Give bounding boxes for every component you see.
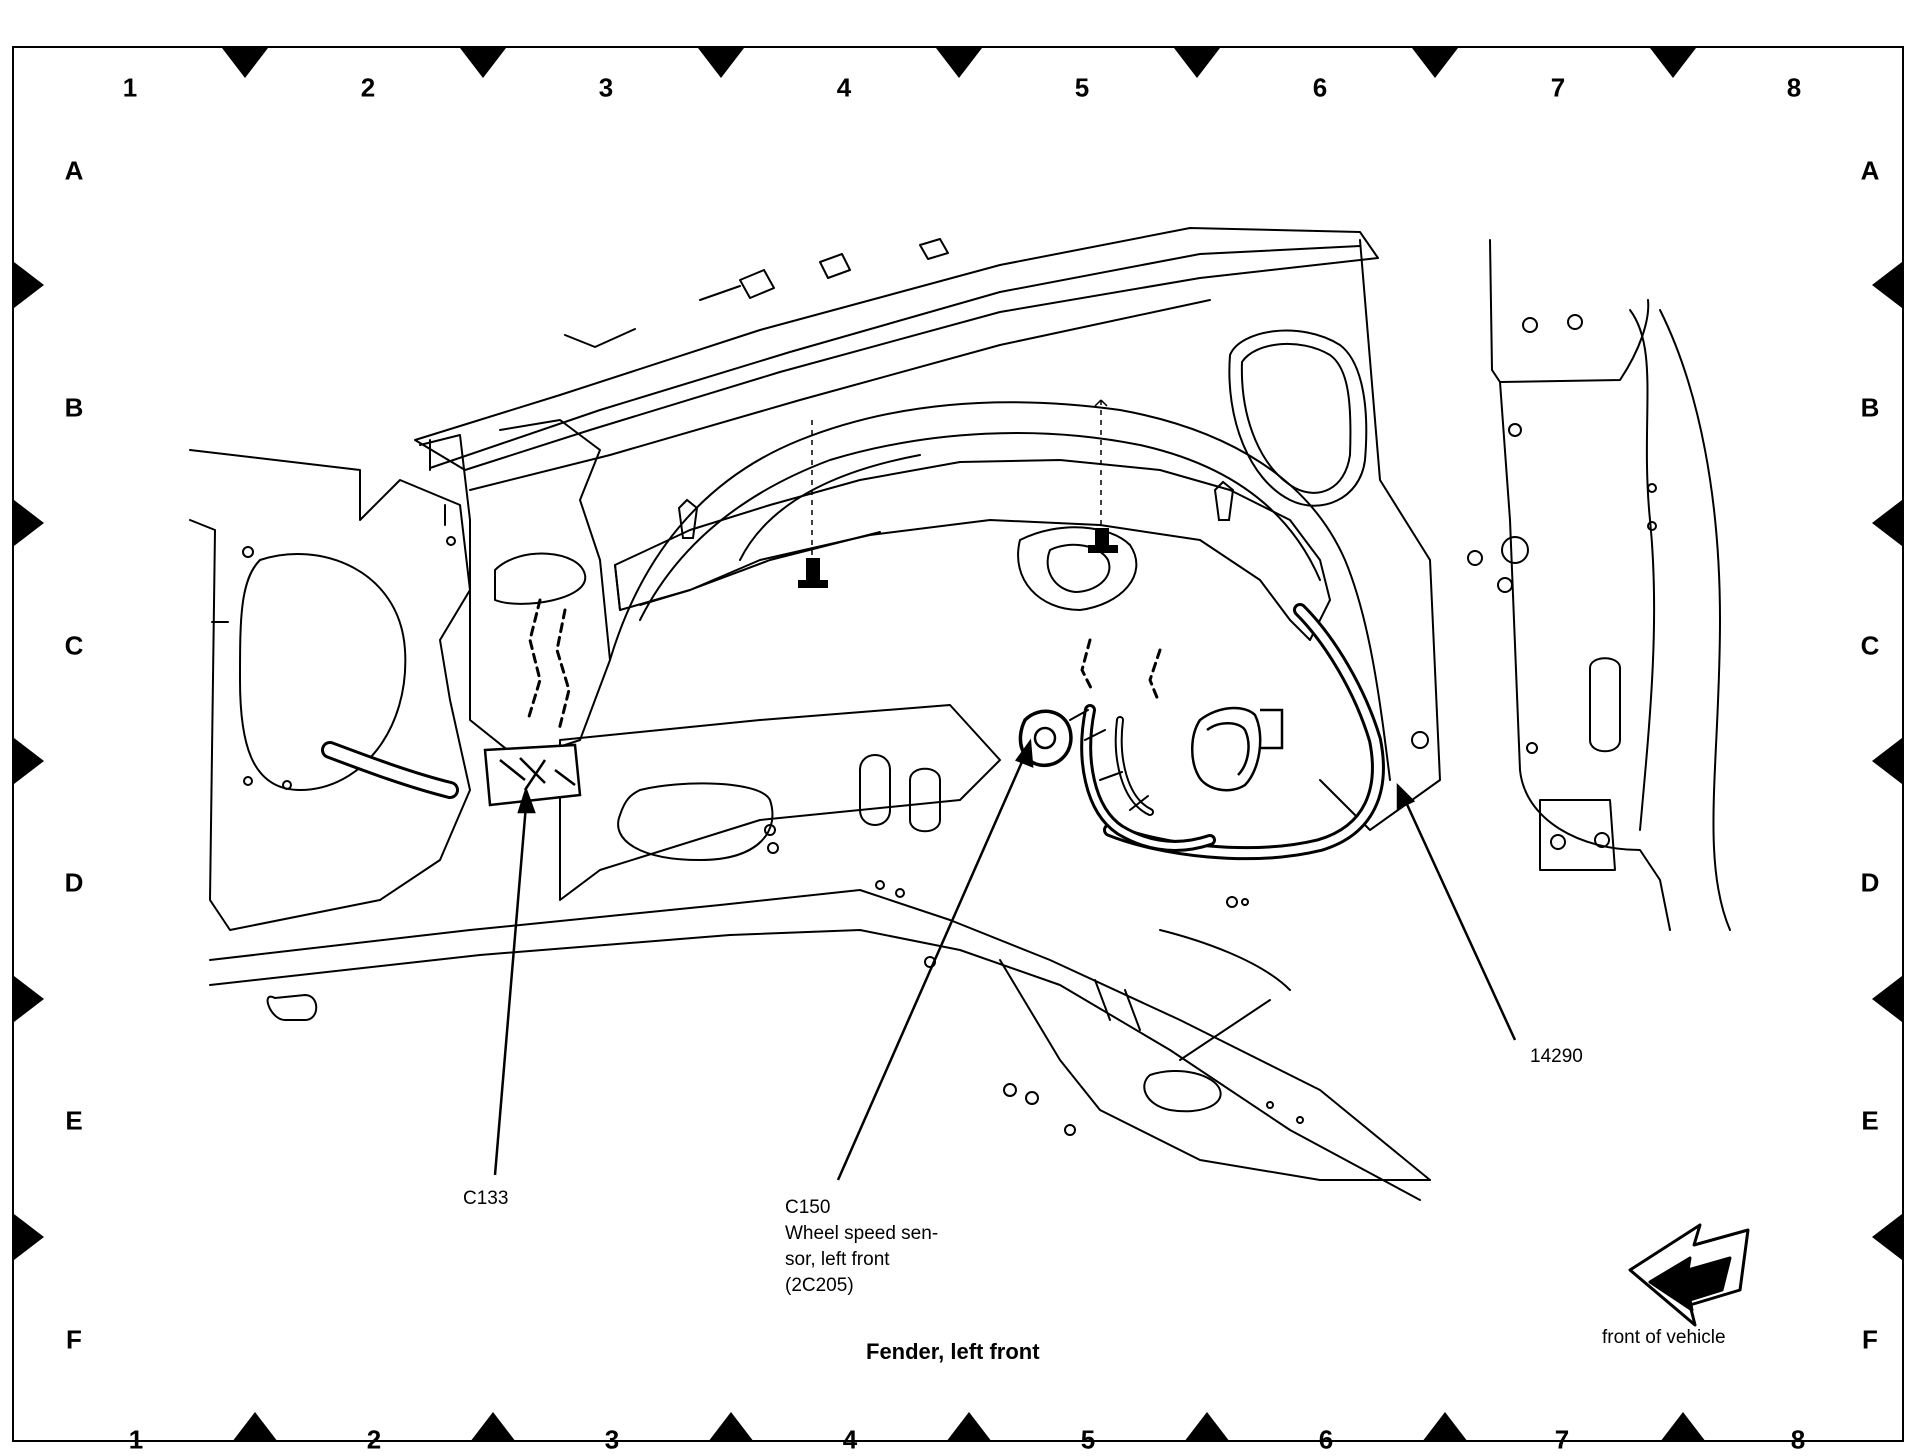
callout-c150: C150 Wheel speed sen- sor, left front (2… xyxy=(785,1195,938,1299)
grid-row-right-a: A xyxy=(1860,155,1880,186)
leader-lines xyxy=(493,738,1517,1181)
grid-col-bottom-3: 3 xyxy=(604,1424,620,1455)
lower-rail xyxy=(209,889,1431,1181)
wheelhouse-arch xyxy=(609,401,1391,781)
grid-col-top-5: 5 xyxy=(1074,72,1090,103)
zone-markers-left xyxy=(14,262,44,1260)
grid-row-left-a: A xyxy=(64,155,84,186)
upper-rail xyxy=(414,227,1379,471)
grid-row-right-c: C xyxy=(1860,630,1880,661)
grid-col-top-2: 2 xyxy=(360,72,376,103)
grid-col-bottom-8: 8 xyxy=(1790,1424,1806,1455)
grid-row-left-f: F xyxy=(66,1324,82,1355)
grid-row-left-d: D xyxy=(64,867,84,898)
grid-col-top-6: 6 xyxy=(1312,72,1328,103)
connector-icon xyxy=(483,706,1284,807)
grid-row-right-d: D xyxy=(1860,867,1880,898)
orientation-label: front of vehicle xyxy=(1602,1327,1726,1348)
radiator-support-panel xyxy=(189,449,471,931)
zone-markers-bottom xyxy=(232,1412,1706,1442)
callout-c150-desc-line1: Wheel speed sen- xyxy=(785,1223,939,1244)
grid-col-bottom-1: 1 xyxy=(128,1424,144,1455)
callout-c150-desc-line3: (2C205) xyxy=(785,1275,854,1296)
grid-row-left-c: C xyxy=(64,630,84,661)
callout-c133: C133 xyxy=(463,1188,509,1209)
grid-col-top-8: 8 xyxy=(1786,72,1802,103)
front-of-vehicle-arrow-icon xyxy=(1628,1223,1750,1327)
wiring-harness-14290 xyxy=(321,598,1385,861)
bolt-icon xyxy=(677,480,1235,588)
apron-tower xyxy=(419,419,611,761)
grid-row-left-e: E xyxy=(65,1105,83,1136)
grid-row-right-e: E xyxy=(1861,1105,1879,1136)
callout-14290: 14290 xyxy=(1530,1046,1583,1067)
grid-row-right-b: B xyxy=(1860,392,1880,423)
zone-markers-top xyxy=(222,48,1696,78)
a-pillar xyxy=(1489,239,1671,931)
lower-apron-panel xyxy=(559,704,1001,901)
grid-col-top-3: 3 xyxy=(598,72,614,103)
callout-c150-id: C150 xyxy=(785,1197,831,1218)
grid-col-top-4: 4 xyxy=(836,72,852,103)
grid-col-bottom-2: 2 xyxy=(366,1424,382,1455)
zone-markers-right xyxy=(1872,262,1902,1260)
grid-row-left-b: B xyxy=(64,392,84,423)
harness-trough xyxy=(614,459,1331,641)
grid-row-right-f: F xyxy=(1862,1324,1878,1355)
grid-col-bottom-4: 4 xyxy=(842,1424,858,1455)
grid-col-top-1: 1 xyxy=(122,72,138,103)
grid-col-bottom-6: 6 xyxy=(1318,1424,1334,1455)
grid-col-bottom-7: 7 xyxy=(1554,1424,1570,1455)
diagram-caption: Fender, left front xyxy=(866,1339,1040,1364)
grid-col-bottom-5: 5 xyxy=(1080,1424,1096,1455)
callout-c150-desc-line2: sor, left front xyxy=(785,1249,890,1270)
grid-col-top-7: 7 xyxy=(1550,72,1566,103)
